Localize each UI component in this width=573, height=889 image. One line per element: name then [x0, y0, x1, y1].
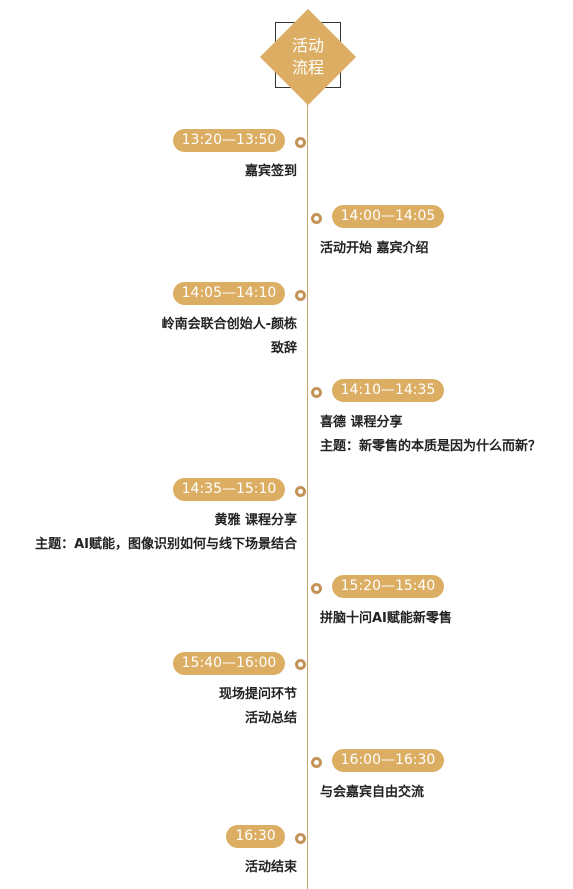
time-pill: 16:30 [226, 825, 285, 848]
event-line: 现场提问环节 [218, 687, 297, 702]
timeline-dot-icon [311, 213, 322, 224]
event-description: 活动结束 [245, 856, 297, 880]
timeline-dot-icon [295, 290, 306, 301]
event-line: 活动结束 [244, 860, 297, 875]
event-line: 主题：AI赋能，图像识别如何与线下场景结合 [35, 537, 297, 552]
event-line: 活动开始 嘉宾介绍 [320, 241, 429, 256]
timeline-dot-icon [295, 659, 306, 670]
timeline-dot-icon [311, 757, 322, 768]
event-line: 与会嘉宾自由交流 [320, 785, 425, 800]
event-description: 喜德 课程分享 主题：新零售的本质是因为什么而新？ [320, 411, 541, 459]
timeline-dot-icon [295, 833, 306, 844]
event-line: 嘉宾签到 [244, 164, 297, 179]
header-title: 活动 流程 [270, 35, 346, 79]
header-title-line2: 流程 [291, 58, 324, 77]
timeline-dot-icon [311, 583, 322, 594]
time-pill: 14:05—14:10 [173, 282, 285, 305]
time-pill: 14:00—14:05 [332, 205, 444, 228]
event-line: 拼脑十问AI赋能新零售 [320, 611, 452, 626]
timeline-dot-icon [311, 387, 322, 398]
event-description: 与会嘉宾自由交流 [320, 781, 424, 805]
event-description: 黄雅 课程分享 主题：AI赋能，图像识别如何与线下场景结合 [35, 509, 297, 557]
time-pill: 13:20—13:50 [173, 129, 285, 152]
event-line: 黄雅 课程分享 [214, 513, 297, 528]
time-pill: 16:00—16:30 [332, 749, 444, 772]
time-pill: 14:10—14:35 [332, 379, 444, 402]
event-description: 现场提问环节 活动总结 [219, 683, 297, 731]
event-line: 岭南会联合创始人-颜栋 [161, 317, 297, 332]
time-pill: 15:40—16:00 [173, 652, 285, 675]
event-line: 喜德 课程分享 [320, 415, 403, 430]
event-description: 拼脑十问AI赋能新零售 [320, 607, 452, 631]
event-description: 嘉宾签到 [245, 160, 297, 184]
time-pill: 15:20—15:40 [332, 575, 444, 598]
timeline-line [307, 100, 308, 889]
event-description: 活动开始 嘉宾介绍 [320, 237, 429, 261]
event-line: 活动总结 [244, 711, 297, 726]
header-title-line1: 活动 [291, 36, 324, 55]
event-line: 致辞 [270, 341, 297, 356]
event-description: 岭南会联合创始人-颜栋 致辞 [162, 313, 297, 361]
time-pill: 14:35—15:10 [173, 478, 285, 501]
event-line: 主题：新零售的本质是因为什么而新？ [320, 439, 542, 454]
timeline-dot-icon [295, 137, 306, 148]
timeline-dot-icon [295, 486, 306, 497]
